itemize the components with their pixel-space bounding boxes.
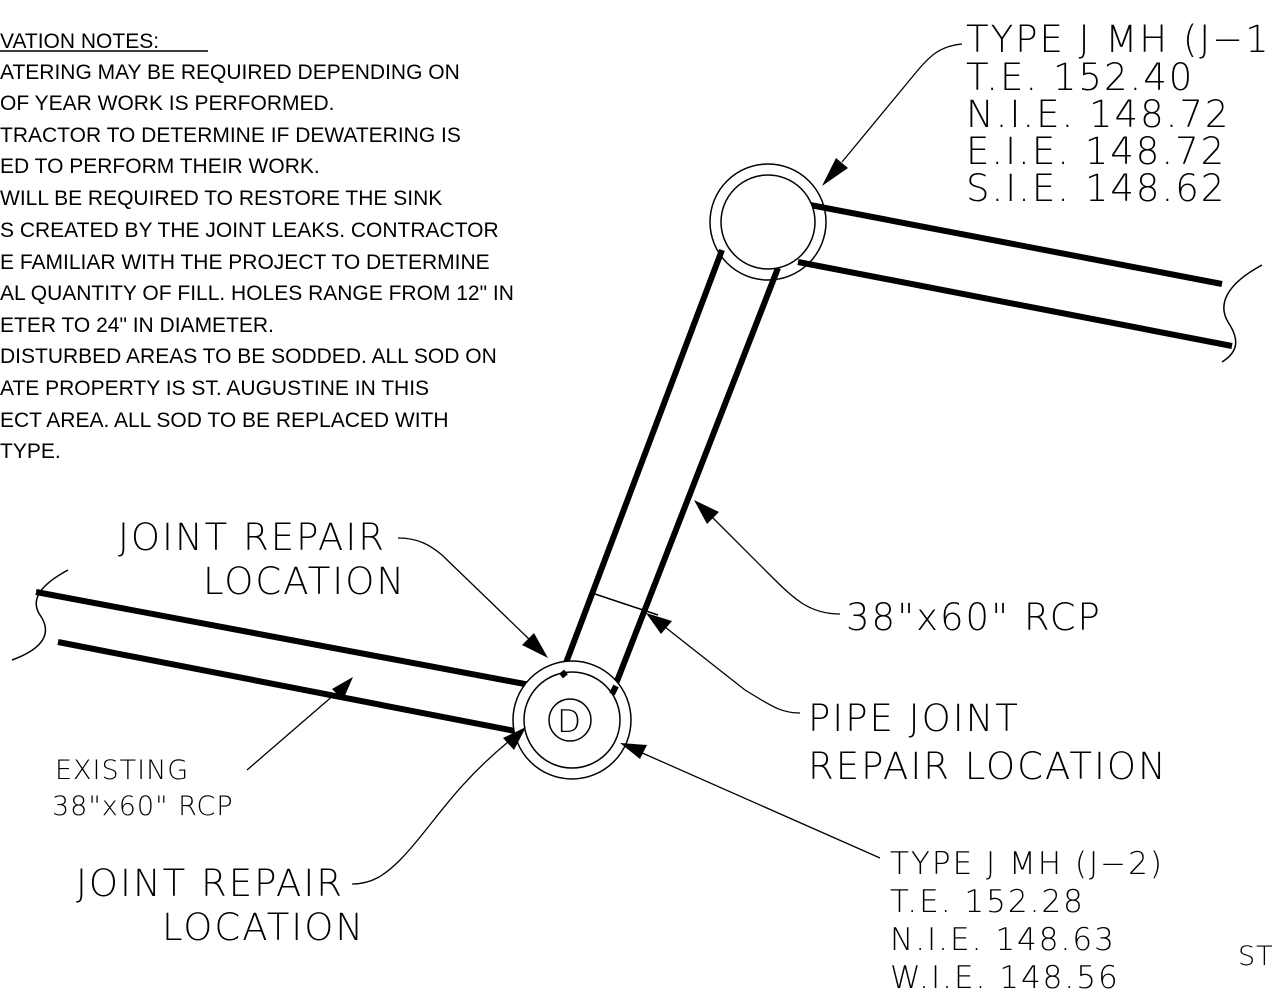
joint-repair-bottom-line2: LOCATION xyxy=(162,906,365,949)
notes-heading: VATION NOTES: xyxy=(0,30,159,53)
manhole-j1-te: T.E. 152.40 xyxy=(966,56,1194,99)
joint-repair-top-line2: LOCATION xyxy=(203,560,406,603)
pipe-joint-line xyxy=(594,593,659,616)
notes-block: VATION NOTES: ATERING MAY BE REQUIRED DE… xyxy=(0,30,514,463)
note-line: OF YEAR WORK IS PERFORMED. xyxy=(0,92,334,115)
leader-pipe-size xyxy=(694,500,841,615)
pipe-joint-line1: PIPE JOINT xyxy=(808,697,1020,740)
manhole-d-symbol: D xyxy=(557,704,583,740)
note-line: E FAMILIAR WITH THE PROJECT TO DETERMINE xyxy=(0,251,490,274)
note-line: ETER TO 24" IN DIAMETER. xyxy=(0,314,274,337)
joint-repair-top-line1: JOINT REPAIR xyxy=(118,516,386,559)
manhole-j1-eie: E.I.E. 148.72 xyxy=(966,130,1226,173)
manhole-j2: D xyxy=(512,660,632,780)
manhole-j2-te: T.E. 152.28 xyxy=(890,884,1085,920)
note-line: ECT AREA. ALL SOD TO BE REPLACED WITH xyxy=(0,409,449,432)
manhole-j1-title: TYPE J MH (J−1) xyxy=(966,18,1274,61)
leader-existing-pipe xyxy=(246,677,353,771)
pipe-west xyxy=(11,569,531,734)
note-line: AL QUANTITY OF FILL. HOLES RANGE FROM 12… xyxy=(0,282,514,305)
manhole-j1 xyxy=(709,163,827,281)
pipe-east xyxy=(797,202,1263,363)
label-j2: TYPE J MH (J−2) T.E. 152.28 N.I.E. 148.6… xyxy=(890,846,1164,994)
pipe-size-label: 38"x60" RCP xyxy=(846,596,1102,639)
manhole-j1-sie: S.I.E. 148.62 xyxy=(966,167,1226,210)
manhole-j2-nie: N.I.E. 148.63 xyxy=(890,922,1116,958)
note-line: ED TO PERFORM THEIR WORK. xyxy=(0,155,320,178)
note-line: WILL BE REQUIRED TO RESTORE THE SINK xyxy=(0,187,442,210)
manhole-j2-title: TYPE J MH (J−2) xyxy=(890,846,1164,882)
joint-repair-bottom-line1: JOINT REPAIR xyxy=(76,862,344,905)
note-line: ATE PROPERTY IS ST. AUGUSTINE IN THIS xyxy=(0,377,429,400)
label-j1: TYPE J MH (J−1) T.E. 152.40 N.I.E. 148.7… xyxy=(966,18,1274,210)
sheet-reference: ST xyxy=(1238,941,1274,972)
note-line: TRACTOR TO DETERMINE IF DEWATERING IS xyxy=(0,124,461,147)
existing-pipe-line1: EXISTING xyxy=(55,755,189,786)
pipe-joint-line2: REPAIR LOCATION xyxy=(808,745,1168,788)
leader-j2 xyxy=(620,743,881,859)
note-line: S CREATED BY THE JOINT LEAKS. CONTRACTOR xyxy=(0,219,499,242)
note-line: ATERING MAY BE REQUIRED DEPENDING ON xyxy=(0,61,460,84)
pipe-diagonal xyxy=(558,248,781,696)
manhole-d-symbol-circle xyxy=(548,698,592,742)
manhole-j2-wie: W.I.E. 148.56 xyxy=(890,960,1120,994)
manhole-j1-nie: N.I.E. 148.72 xyxy=(966,93,1230,136)
break-line-east xyxy=(1221,264,1263,363)
leader-j1 xyxy=(822,43,963,186)
existing-pipe-line2: 38"x60" RCP xyxy=(52,791,234,822)
note-line: DISTURBED AREAS TO BE SODDED. ALL SOD ON xyxy=(0,345,497,368)
note-line: TYPE. xyxy=(0,440,61,463)
leader-joint-repair-top xyxy=(397,537,548,658)
break-line-west xyxy=(11,569,69,661)
leader-joint-repair-bottom xyxy=(351,727,526,885)
leader-pipe-joint xyxy=(646,613,801,714)
